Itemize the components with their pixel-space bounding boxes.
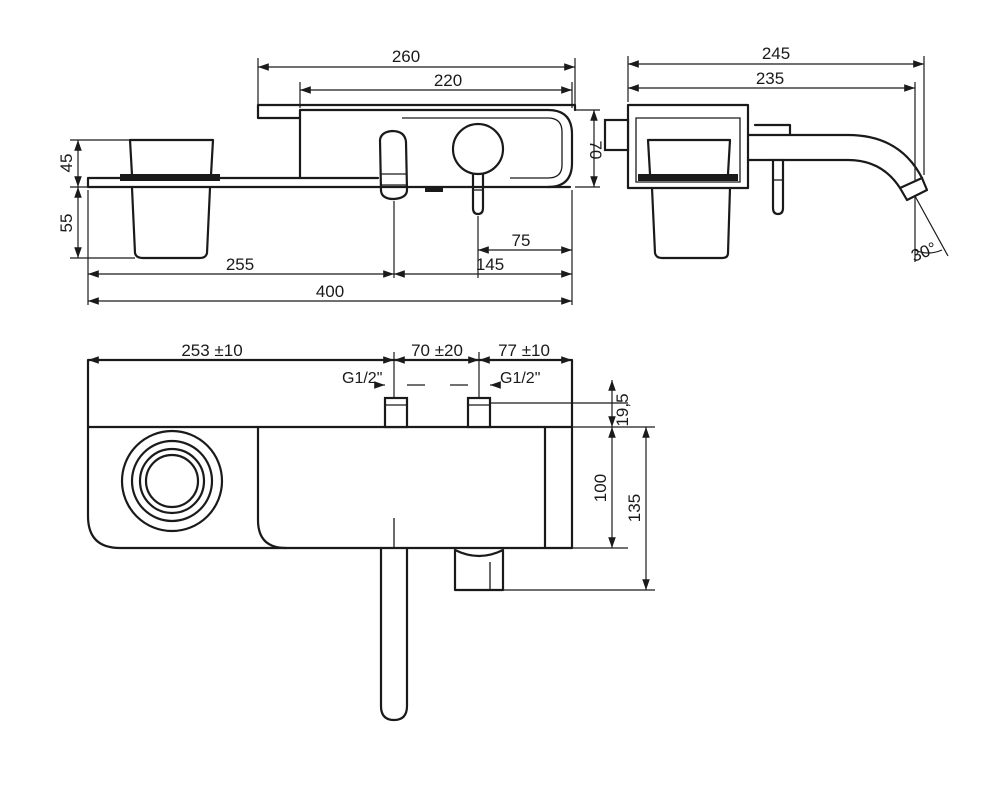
cup-ring-outer [120,429,224,533]
spout [378,129,409,201]
dim-70-top: 70 ±20 [411,341,463,360]
top-view: 253 ±10 70 ±20 77 ±10 G1/2" G1/2" 19,5 1… [86,341,655,722]
dim-255: 255 [226,255,254,274]
wall-plate [256,103,577,120]
thread-right: G1/2" [500,370,540,387]
top-body [86,425,574,550]
valve-body-inner [402,117,563,179]
dim-253: 253 ±10 [181,341,242,360]
handle-knob [451,122,505,176]
dim-angle: 30° [908,238,939,265]
spout-base [425,187,443,192]
thread-left: G1/2" [342,370,382,387]
dim-400: 400 [316,282,344,301]
side-lever [771,158,785,216]
handle-lever [471,172,485,216]
cup-ring [130,439,214,523]
front-view: 260 220 70 45 55 75 255 145 400 [57,47,605,305]
dim-70: 70 [586,141,605,160]
dim-77: 77 ±10 [498,341,550,360]
dim-235: 235 [756,69,784,88]
side-cup [646,138,732,260]
dim-100: 100 [591,474,610,502]
side-wall-nut [603,118,630,152]
top-handle [453,548,505,592]
side-view: 245 235 30° [603,44,949,266]
inlet-left [383,396,409,429]
dim-55: 55 [57,214,76,233]
side-spout [746,133,924,190]
dim-260: 260 [392,47,420,66]
dim-245: 245 [762,44,790,63]
inlet-right [466,396,492,429]
dim-145: 145 [476,255,504,274]
dim-220: 220 [434,71,462,90]
top-spout [379,546,409,722]
valve-body [298,108,574,189]
cup-outline [128,138,215,260]
dim-135: 135 [625,494,644,522]
dim-45: 45 [57,154,76,173]
dim-19-5: 19,5 [613,393,632,426]
dim-75: 75 [512,231,531,250]
